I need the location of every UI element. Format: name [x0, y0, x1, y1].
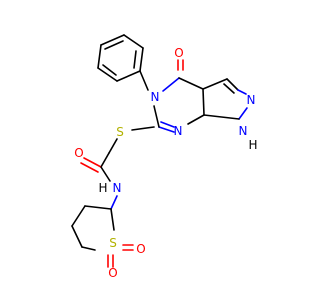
- pyrazole-ring: [202, 78, 248, 120]
- bond-phenyl-n: [139, 70, 149, 91]
- atom-n-phenyl: N: [151, 90, 160, 104]
- bond-c-s: [131, 126, 155, 131]
- bond-nh-ring: [110, 195, 118, 210]
- bond-amide-o-1: [83, 157, 102, 168]
- bond-ch2-c: [100, 152, 110, 168]
- phenyl-ring: [97, 34, 144, 82]
- atom-nh-amide: N: [113, 181, 122, 195]
- atom-o-amide: O: [74, 146, 83, 160]
- atom-n-pyrimidine: N: [174, 124, 183, 138]
- atom-o-sulfone-1: O: [108, 266, 117, 280]
- bond-amide-o-2: [80, 162, 99, 173]
- atom-h-amide: H: [98, 181, 107, 195]
- bond-c-nh: [100, 166, 111, 182]
- pyrimidinone-ring: [153, 77, 205, 133]
- atom-o-carbonyl: O: [174, 46, 183, 60]
- atom-s-sulfone: S: [109, 236, 117, 250]
- sulfolane-ring: [71, 205, 115, 251]
- atom-o-sulfone-2: O: [136, 242, 145, 256]
- atom-nh-pyrazole: N: [239, 124, 248, 138]
- atom-h-pyrazole: H: [248, 138, 257, 152]
- atom-n-pyrazole: N: [247, 93, 256, 107]
- bond-s-ch2: [108, 138, 118, 154]
- molecule-diagram: O N N N H N S O N H S O O: [71, 34, 258, 280]
- atom-s-thioether: S: [116, 125, 124, 139]
